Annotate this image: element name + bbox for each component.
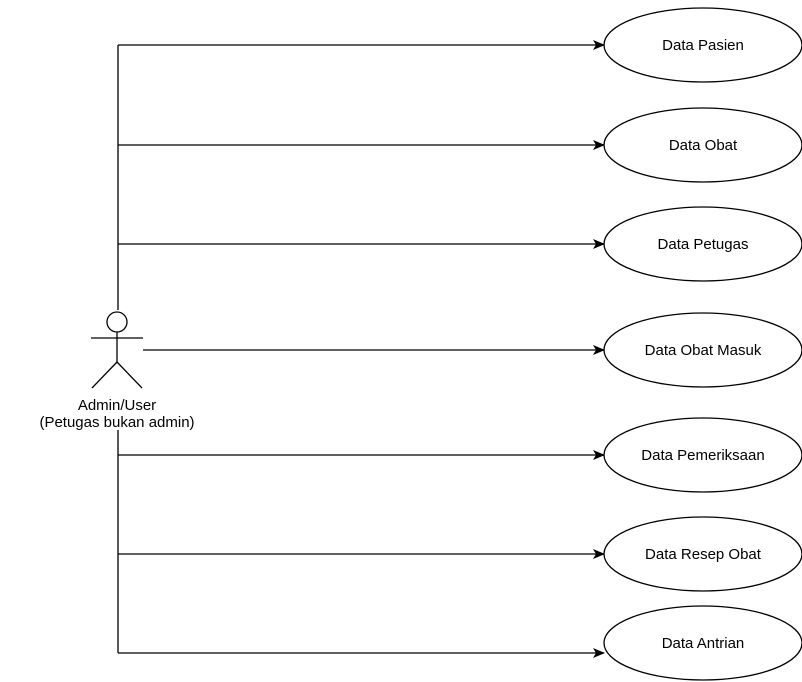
actor-right-leg bbox=[116, 361, 143, 389]
use-case-label: Data Pasien bbox=[662, 37, 744, 54]
use-case-ellipse bbox=[603, 605, 802, 681]
actor-role: (Petugas bukan admin) bbox=[39, 414, 194, 431]
use-case-data-antrian[interactable]: Data Antrian bbox=[603, 605, 802, 681]
use-case-ellipse bbox=[603, 206, 802, 282]
use-case-data-obat[interactable]: Data Obat bbox=[603, 107, 802, 183]
actor-head bbox=[106, 311, 128, 333]
use-case-ellipse bbox=[603, 107, 802, 183]
use-case-data-obat-masuk[interactable]: Data Obat Masuk bbox=[603, 312, 802, 388]
use-case-data-resep-obat[interactable]: Data Resep Obat bbox=[603, 516, 802, 592]
use-case-label: Data Obat Masuk bbox=[645, 342, 762, 359]
use-case-label: Data Resep Obat bbox=[645, 546, 762, 563]
use-case-label: Data Pemeriksaan bbox=[641, 447, 764, 464]
use-case-label: Data Antrian bbox=[662, 635, 745, 652]
actor-name: Admin/User bbox=[78, 397, 156, 414]
use-case-label: Data Petugas bbox=[658, 236, 749, 253]
use-case-data-pasien[interactable]: Data Pasien bbox=[603, 7, 802, 83]
use-case-ellipse bbox=[603, 516, 802, 592]
use-case-data-pemeriksaan[interactable]: Data Pemeriksaan bbox=[603, 417, 802, 493]
use-case-ellipse bbox=[603, 7, 802, 83]
use-case-ellipse bbox=[603, 312, 802, 388]
use-case-ellipse bbox=[603, 417, 802, 493]
actor: Admin/User (Petugas bukan admin) bbox=[39, 311, 195, 431]
use-case-label: Data Obat bbox=[669, 137, 738, 154]
actor-left-leg bbox=[91, 361, 118, 389]
use-case-data-petugas[interactable]: Data Petugas bbox=[603, 206, 802, 282]
